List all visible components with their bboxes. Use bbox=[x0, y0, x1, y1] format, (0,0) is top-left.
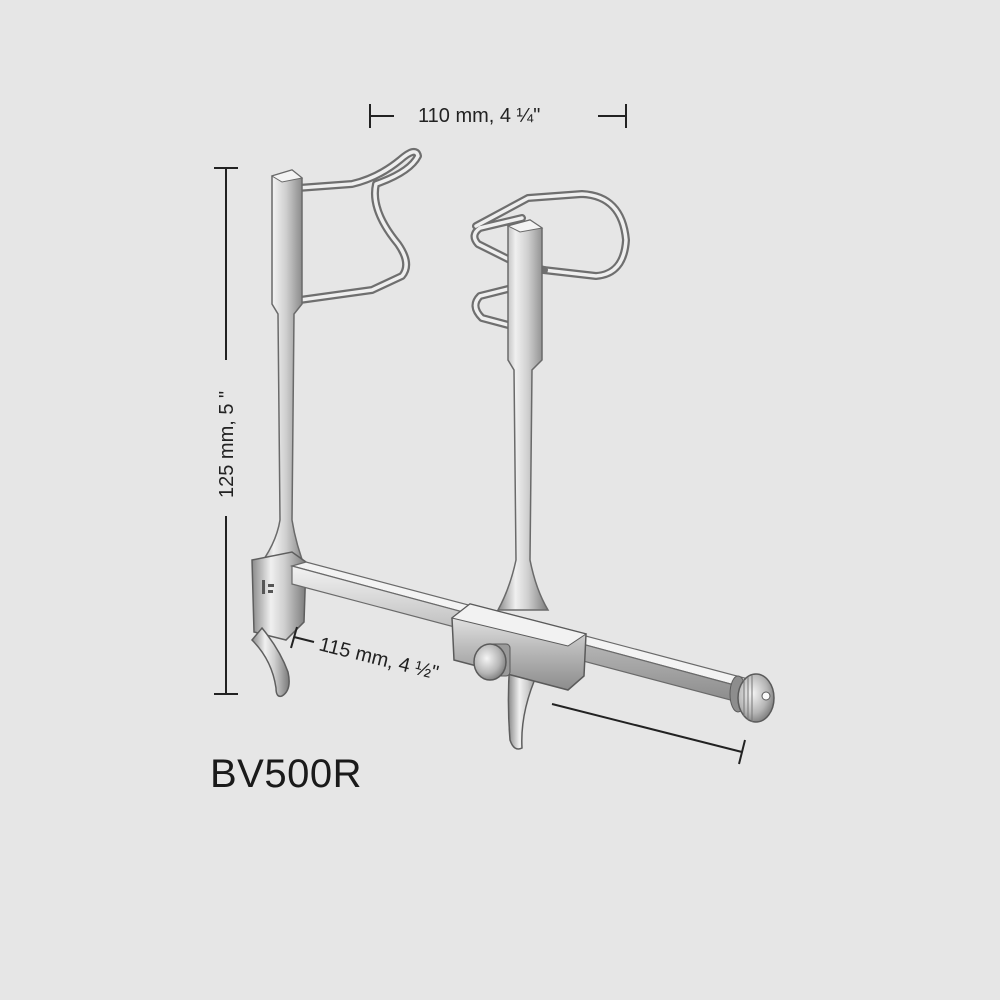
right-blade-wire-loop bbox=[470, 190, 630, 330]
height-dimension-label: 125 mm, 5 " bbox=[216, 391, 238, 498]
height-dimension bbox=[214, 167, 238, 695]
end-cap-knob bbox=[729, 673, 775, 723]
logo-stamp bbox=[262, 580, 274, 594]
width-dimension-label: 110 mm, 4 ¼" bbox=[418, 105, 540, 127]
span-dimension-label: 115 mm, 4 ½" bbox=[317, 634, 441, 685]
span-dimension bbox=[290, 626, 746, 765]
slider-carriage bbox=[450, 603, 588, 691]
left-blade-arm bbox=[250, 169, 308, 698]
model-number: BV500R bbox=[210, 752, 362, 796]
width-dimension bbox=[369, 104, 627, 128]
left-blade-wire-loop bbox=[294, 147, 422, 304]
locking-knob bbox=[473, 643, 511, 681]
